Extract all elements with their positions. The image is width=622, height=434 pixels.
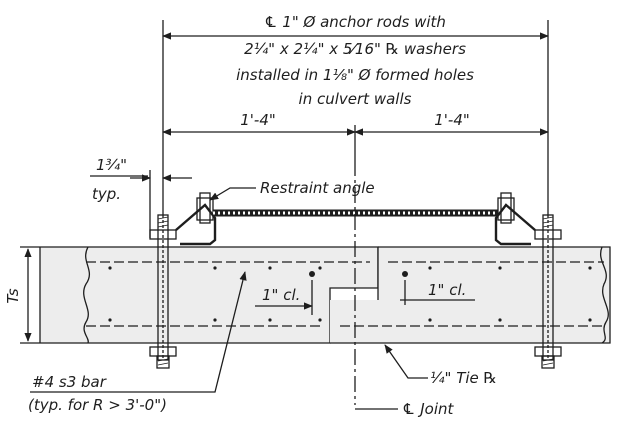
anchor-rods-callout-line-2: 2¼" x 2¼" x 5⁄16" ℞ washers xyxy=(244,40,466,58)
right-break-line xyxy=(600,246,609,344)
rebar-lines xyxy=(86,261,604,327)
restraint-angle-label: Restraint angle xyxy=(260,179,375,197)
clear-dimension-left xyxy=(255,280,313,315)
joint-label: ℄ Joint xyxy=(402,400,454,418)
edge-dimension-note: typ. xyxy=(92,185,121,203)
anchor-rods-callout-line-4: in culvert walls xyxy=(299,90,412,108)
right-slab xyxy=(330,246,611,344)
bar-mark-leader xyxy=(30,271,247,393)
top-dimension xyxy=(162,20,549,215)
slab-thickness-dimension xyxy=(20,246,40,344)
left-restraint-angle xyxy=(175,192,217,246)
tie-plate-label: ¼" Tie ℞ xyxy=(430,369,497,387)
left-slab xyxy=(39,246,379,344)
right-restraint-angle xyxy=(494,192,536,246)
clear-right-label: 1" cl. xyxy=(428,281,466,299)
anchor-rods-callout-line-1: ℄ 1" Ø anchor rods with xyxy=(264,13,446,31)
dimension-right-label: 1'-4" xyxy=(434,111,470,129)
slab-thickness-label: Ts xyxy=(4,288,22,303)
restraint-angle-leader xyxy=(209,187,256,201)
rebar-dots xyxy=(108,266,592,322)
left-break-line xyxy=(83,246,91,344)
bar-mark-note: (typ. for R > 3'-0") xyxy=(28,396,167,414)
anchor-rods-callout-line-3: installed in 1⅛" Ø formed holes xyxy=(236,66,474,84)
tie-plate-leader xyxy=(384,344,428,379)
right-bar-end xyxy=(402,271,408,277)
edge-dimension-label: 1¾" xyxy=(96,156,127,174)
clear-left-label: 1" cl. xyxy=(262,286,300,304)
clear-dimension-right xyxy=(400,280,475,305)
dimension-left-label: 1'-4" xyxy=(240,111,276,129)
bar-mark-label: #4 s3 bar xyxy=(32,373,107,391)
edge-distance-dimension xyxy=(90,170,192,238)
right-anchor-rod xyxy=(534,214,562,369)
left-bar-end xyxy=(309,271,315,277)
